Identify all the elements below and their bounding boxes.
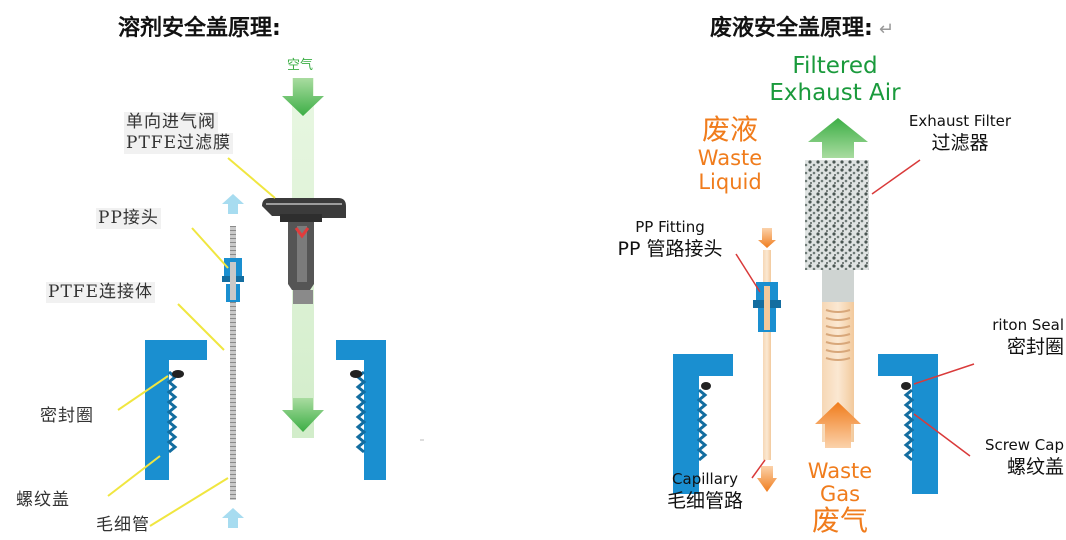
screw-cap-zh: 螺纹盖 <box>1006 456 1064 478</box>
right-capillary <box>763 250 771 460</box>
right-seal-dot-right <box>901 382 911 390</box>
left-seal-dot-left <box>172 370 184 378</box>
return-mark: ↵ <box>878 19 894 40</box>
left-air-arrow-top <box>282 78 324 116</box>
left-small-arrow-top <box>222 194 244 214</box>
right-pp-fitting-label: PP Fitting PP 管路接头 <box>600 218 740 261</box>
waste-liquid-en1: Waste <box>697 146 763 170</box>
seal-zh: 密封圈 <box>1006 336 1064 358</box>
exhaust-air-arrow <box>808 118 868 158</box>
waste-liquid-en2: Liquid <box>698 170 762 194</box>
left-leader-lines <box>107 157 276 527</box>
right-diagram <box>673 118 975 494</box>
left-air-label: 空气 <box>287 58 314 73</box>
right-title: 废液安全盖原理:↵ <box>710 10 894 42</box>
right-leader-lines <box>735 159 975 479</box>
screw-cap-en: Screw Cap <box>984 436 1064 454</box>
right-seal-label: riton Seal 密封圈 <box>968 316 1064 359</box>
waste-liquid-zh: 废液 <box>701 113 758 146</box>
left-small-arrow-bottom <box>222 508 244 528</box>
exhaust-filter-label: Exhaust Filter 过滤器 <box>890 112 1030 155</box>
label-check-valve: 单向进气阀 <box>124 112 218 133</box>
right-title-text: 废液安全盖原理: <box>710 16 873 41</box>
waste-gas-arrow <box>815 402 861 448</box>
waste-gas-zh: 废气 <box>811 504 868 537</box>
seal-en: riton Seal <box>992 316 1064 334</box>
capillary-en: Capillary <box>672 470 738 488</box>
right-pp-fitting <box>753 282 781 332</box>
right-capillary-label: Capillary 毛细管路 <box>650 470 760 513</box>
right-cap-right-half <box>878 354 938 494</box>
label-ptfe-membrane: PTFE过滤膜 <box>124 133 233 154</box>
exhaust-filter-zh: 过滤器 <box>931 132 989 154</box>
left-air-arrow-bottom <box>282 398 324 432</box>
left-diagram <box>107 78 424 528</box>
pp-fitting-zh: PP 管路接头 <box>617 238 723 260</box>
label-screw-cap: 螺纹盖 <box>16 490 70 510</box>
filtered-exhaust-air-label: Filtered Exhaust Air <box>740 53 930 107</box>
left-cap-right-half <box>336 340 386 480</box>
label-pp-fitting: PP接头 <box>96 208 161 229</box>
label-ptfe-connector: PTFE连接体 <box>46 282 155 303</box>
right-screw-cap-label: Screw Cap 螺纹盖 <box>966 436 1064 479</box>
exhaust-filter-block <box>805 160 869 270</box>
right-seal-dot-left <box>701 382 711 390</box>
label-capillary: 毛细管 <box>96 515 150 535</box>
left-title: 溶剂安全盖原理: <box>118 16 281 41</box>
waste-liquid-label: 废液 Waste Liquid <box>680 113 780 195</box>
pp-fitting-en: PP Fitting <box>635 218 705 236</box>
capillary-zh: 毛细管路 <box>666 490 743 512</box>
left-capillary <box>230 226 236 500</box>
left-pp-fitting <box>222 258 244 302</box>
capillary-arrow-top <box>758 228 776 248</box>
waste-gas-label: Waste Gas 废气 <box>790 460 890 536</box>
left-seal-dot-right <box>350 370 362 378</box>
filtered-line-1: Filtered <box>792 53 878 79</box>
label-seal: 密封圈 <box>40 406 94 426</box>
waste-gas-en1: Waste <box>807 459 873 483</box>
left-cap-left-half <box>145 340 207 480</box>
capillary-arrow-bottom <box>757 466 777 492</box>
filtered-line-2: Exhaust Air <box>769 80 901 106</box>
check-valve <box>262 198 346 304</box>
right-cap-left-half <box>673 354 733 494</box>
waste-gas-en2: Gas <box>819 482 861 506</box>
exhaust-filter-en: Exhaust Filter <box>908 112 1012 130</box>
